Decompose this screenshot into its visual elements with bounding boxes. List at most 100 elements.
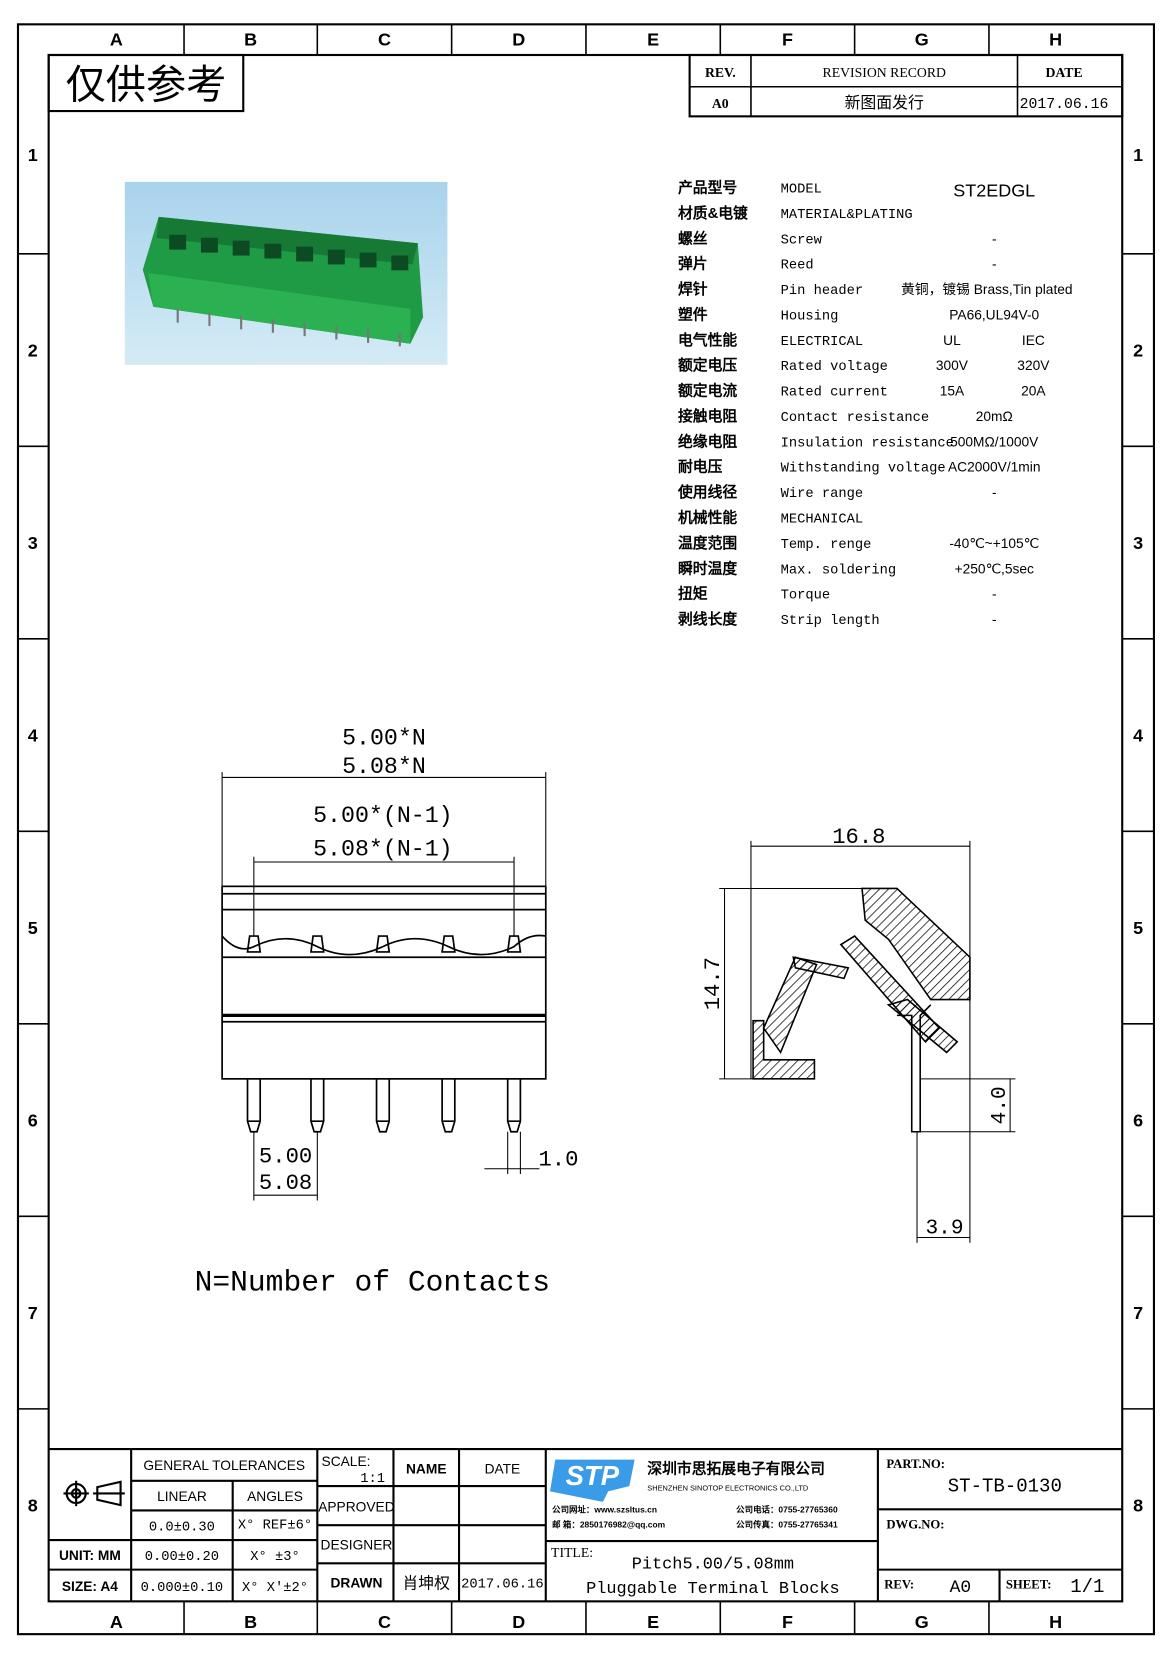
spec-cn: 焊针 — [678, 280, 708, 298]
pin — [441, 1078, 456, 1133]
date-header: DATE — [1045, 65, 1082, 80]
spec-en: Torque — [781, 589, 831, 604]
dwg-no-label: DWG.NO: — [886, 1517, 944, 1531]
row-label: 1 — [1133, 145, 1143, 165]
row-label: 5 — [28, 918, 38, 938]
dim-pitch-500: 5.00 — [259, 1144, 312, 1169]
row-label: 6 — [28, 1110, 38, 1130]
column-label: D — [512, 1612, 525, 1632]
company-logo: STP — [550, 1459, 635, 1502]
screw-slot — [169, 234, 187, 250]
projection-symbol-icon — [63, 1480, 125, 1507]
column-label: B — [244, 1612, 257, 1632]
row-label: 4 — [1133, 725, 1143, 745]
front-view — [221, 772, 547, 1201]
spec-cn: 温度范围 — [678, 534, 737, 552]
screw-slot — [391, 255, 409, 271]
spec-value: AC2000V/1min — [948, 460, 1040, 475]
rev-value-tb: A0 — [950, 1578, 972, 1598]
pin — [506, 1078, 522, 1133]
spec-value: 20mΩ — [976, 409, 1013, 424]
contacts-note: N=Number of Contacts — [195, 1265, 550, 1299]
record-header: REVISION RECORD — [823, 65, 946, 80]
spec-cn: 使用线径 — [677, 483, 737, 501]
revision-record: REV. REVISION RECORD DATE A0 新图面发行 2017.… — [688, 53, 1124, 118]
dim-total-500: 5.00*N — [342, 726, 426, 752]
spec-iec-value: 320V — [1017, 358, 1050, 373]
spec-value: - — [992, 257, 997, 272]
spec-en: MATERIAL&PLATING — [781, 208, 913, 223]
spec-en: MECHANICAL — [781, 513, 864, 528]
part-no-value: ST-TB-0130 — [948, 1475, 1062, 1497]
angle-tol-1: X° REF±6° — [238, 1518, 312, 1533]
spec-cn: 剥线长度 — [678, 610, 737, 628]
row-label: 2 — [1133, 340, 1143, 360]
linear-label: LINEAR — [157, 1489, 207, 1504]
record-value: 新图面发行 — [845, 94, 924, 112]
dim-span-508: 5.08*(N-1) — [313, 837, 453, 863]
company-website: 公司网址：www.szsltus.cn — [552, 1505, 657, 1515]
sheet-label: SHEET: — [1006, 1578, 1052, 1592]
row-label: 7 — [28, 1303, 38, 1323]
spec-cn: 材质&电镀 — [678, 204, 748, 222]
scale-label: SCALE: — [322, 1454, 371, 1469]
spec-cn: 额定电流 — [678, 382, 737, 400]
spec-cn: 产品型号 — [678, 179, 737, 197]
product-photo — [124, 181, 448, 365]
spec-cn: 塑件 — [678, 305, 708, 323]
spec-ul-value: UL — [943, 333, 961, 348]
pin — [246, 1078, 262, 1133]
dim-height: 14.7 — [701, 957, 726, 1010]
company-name-en: SHENZHEN SINOTOP ELECTRONICS CO.,LTD — [647, 1483, 808, 1492]
screw-slot — [296, 246, 314, 262]
drawn-label: DRAWN — [330, 1576, 382, 1591]
row-label: 2 — [28, 340, 38, 360]
drawing-title-line1: Pitch5.00/5.08mm — [632, 1556, 794, 1575]
part-no-label: PART.NO: — [886, 1457, 945, 1471]
date-header-tb: DATE — [485, 1461, 521, 1476]
row-label: 3 — [1133, 533, 1143, 553]
rev-label: REV: — [884, 1578, 914, 1592]
spec-cn: 耐电压 — [678, 458, 723, 476]
screw-slot — [232, 240, 250, 256]
name-header: NAME — [406, 1461, 446, 1476]
contact-top — [309, 935, 325, 953]
spec-value: 黄铜，镀锡 Brass,Tin plated — [901, 281, 1072, 297]
row-label: 1 — [28, 145, 38, 165]
spec-en: Withstanding voltage — [781, 461, 946, 477]
spec-en: ELECTRICAL — [781, 335, 864, 350]
spec-en: Pin header — [781, 283, 864, 299]
dim-pin-offset: 3.9 — [925, 1216, 963, 1240]
row-label: 8 — [28, 1495, 38, 1515]
screw-slot — [359, 252, 377, 268]
screw-slot — [327, 249, 345, 265]
linear-tol-3: 0.000±0.10 — [141, 1581, 224, 1596]
angles-label: ANGLES — [247, 1489, 303, 1504]
column-label: G — [915, 1612, 929, 1632]
column-label: C — [378, 29, 391, 49]
spec-ul-value: 15A — [940, 384, 965, 399]
dim-span-500: 5.00*(N-1) — [313, 803, 453, 829]
column-label: G — [915, 29, 929, 49]
spec-en: Screw — [781, 233, 823, 248]
spec-value: PA66,UL94V-0 — [949, 307, 1039, 322]
spec-cn: 弹片 — [678, 255, 708, 273]
row-label: 5 — [1133, 918, 1143, 938]
side-view — [719, 840, 1016, 1243]
spec-value: +250℃,5sec — [955, 561, 1034, 576]
spec-value: - — [992, 612, 997, 627]
spec-en: Rated voltage — [781, 359, 888, 375]
drawn-date: 2017.06.16 — [461, 1578, 544, 1593]
general-tolerances-label: GENERAL TOLERANCES — [143, 1458, 305, 1473]
spec-en: Temp. renge — [781, 538, 872, 553]
rev-date: 2017.06.16 — [1020, 97, 1109, 113]
reference-only-stamp: 仅供参考 — [66, 62, 227, 107]
row-label: 4 — [28, 725, 38, 745]
row-label: 8 — [1133, 1495, 1143, 1515]
spec-cn: 接触电阻 — [678, 407, 737, 425]
spec-value: - — [992, 485, 997, 500]
company-name-cn: 深圳市思拓展电子有限公司 — [647, 1459, 825, 1477]
spec-cn: 螺丝 — [678, 229, 708, 247]
